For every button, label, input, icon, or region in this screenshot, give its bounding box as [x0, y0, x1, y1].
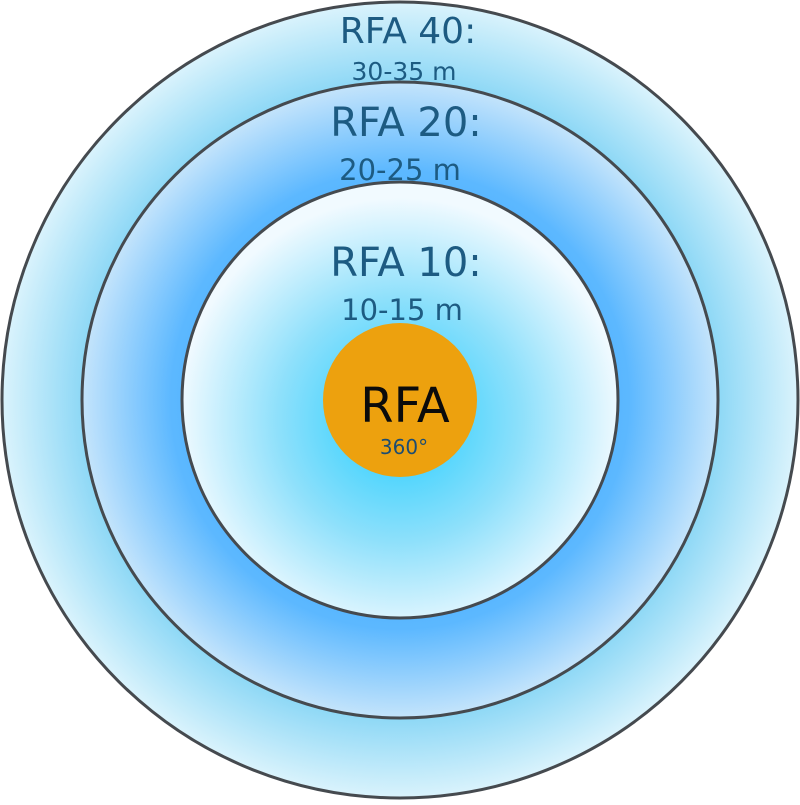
center-subtitle: 360° [380, 435, 428, 459]
ring-outer-range: 30-35 m [352, 57, 457, 86]
ring-middle-range: 20-25 m [339, 153, 461, 187]
ring-inner-label: RFA 10: [330, 240, 482, 286]
ring-middle-label: RFA 20: [330, 100, 482, 146]
center-title: RFA [360, 378, 450, 434]
ring-outer-label: RFA 40: [340, 11, 476, 52]
ring-inner-range: 10-15 m [341, 293, 463, 327]
center-rfa-disc [323, 323, 477, 477]
